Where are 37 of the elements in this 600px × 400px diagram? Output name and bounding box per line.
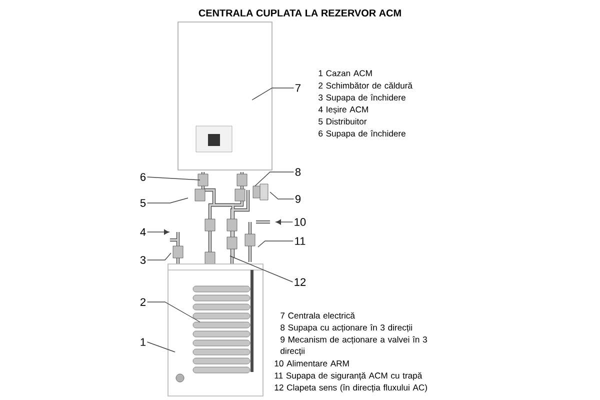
leader-line <box>230 256 294 282</box>
key-text: 5 Distribuitor <box>318 118 367 124</box>
key-text: 6 Supapa de închidere <box>318 130 406 138</box>
leader-line <box>146 229 170 235</box>
leader-line <box>146 176 200 180</box>
key-text: 10 Alimentare ARM <box>274 360 349 366</box>
callout-number: 7 <box>296 84 300 92</box>
key-text: 1 Cazan ACM <box>318 70 372 76</box>
key-text: 4 Ieșire ACM <box>318 106 368 114</box>
callout-number: 6 <box>140 173 146 181</box>
leader-line <box>146 342 176 352</box>
leader-line <box>270 192 294 200</box>
key-text: 3 Supapa de închidere <box>318 94 406 102</box>
callout-number: 12 <box>294 278 306 286</box>
leader-line <box>146 302 200 322</box>
callout-number: 5 <box>140 199 146 207</box>
callout-number: 11 <box>295 237 306 245</box>
callout-number: 10 <box>294 218 306 226</box>
callout-number: 1 <box>140 338 146 346</box>
callout-number: 3 <box>140 256 146 264</box>
leader-line <box>276 219 294 225</box>
leader-line <box>252 88 294 100</box>
callout-number: 8 <box>295 168 301 176</box>
leader-line <box>146 252 172 260</box>
title: CENTRALA CUPLATA LA REZERVOR ACM <box>198 9 401 17</box>
callout-number: 4 <box>140 228 146 236</box>
key-text: 11 Supapa de siguranță ACM cu trapă <box>274 372 422 380</box>
callout-number: 9 <box>295 195 301 203</box>
key-text: 7 Centrala electrică <box>280 312 355 319</box>
key-text: 12 Clapeta sens (în direcția fluxului AC) <box>274 384 427 392</box>
key-text: 9 Mecanism de acționare a valvei în 3 direcții <box>280 336 427 356</box>
leader-line <box>146 198 188 204</box>
leader-line <box>258 240 294 248</box>
callout-number: 2 <box>140 298 146 306</box>
key-text: 2 Schimbător de căldură <box>318 82 412 89</box>
key-text: 8 Supapa cu acționare în 3 direcții <box>280 324 412 332</box>
leader-line <box>254 172 294 186</box>
